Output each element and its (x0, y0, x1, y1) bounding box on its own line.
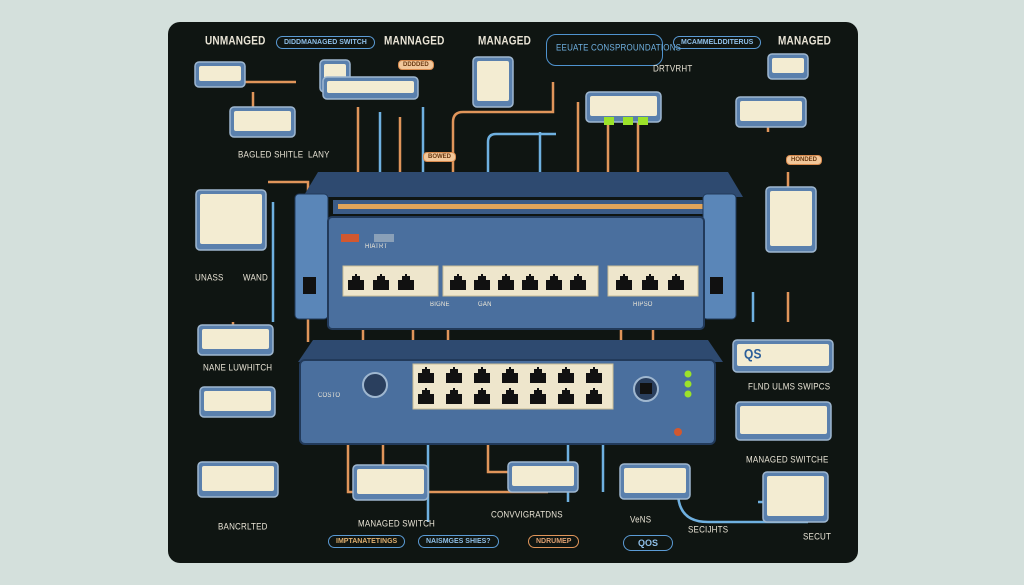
device-screen (357, 469, 424, 494)
device-screen (477, 61, 509, 101)
upper-managed-switch (294, 172, 743, 330)
ethernet-port (668, 274, 684, 290)
device-screen (234, 111, 291, 131)
label-secut: SECUT (803, 531, 832, 542)
network-cable (346, 427, 548, 494)
ethernet-port (502, 388, 518, 404)
ethernet-port (546, 274, 562, 290)
status-led (638, 117, 648, 125)
bottom-badge-qos: QOS (623, 535, 674, 551)
ethernet-port (348, 274, 364, 290)
network-switch-illustration (194, 53, 834, 524)
ethernet-ports (348, 274, 684, 404)
device-screen (767, 476, 824, 516)
label-secihts: SECIJHTS (688, 524, 729, 535)
ethernet-port (446, 388, 462, 404)
device-screen (590, 96, 657, 116)
ethernet-port (558, 388, 574, 404)
ethernet-port (642, 274, 658, 290)
label-unass: UNASS (195, 272, 224, 283)
device-screen (512, 466, 574, 486)
device-screen (737, 344, 829, 366)
device-screen (624, 468, 686, 493)
peripheral-devices (194, 53, 834, 523)
ethernet-port (530, 367, 546, 383)
label-bancrlted: BANCRLTED (218, 521, 268, 532)
bottom-badge-3: NDRUMEP (528, 535, 580, 548)
port-label-3: GAN (478, 301, 492, 309)
tag-small: DDDDED (398, 60, 434, 70)
ethernet-port (474, 388, 490, 404)
diagram-panel: UNMANGED DIDDMANAGED SWITCH MANNAGED MAN… (168, 22, 858, 563)
device-screen (740, 406, 827, 434)
tag-honded: HONDED (786, 155, 823, 165)
ethernet-port (530, 388, 546, 404)
label-drtvrht: DRTVRHT (653, 63, 693, 74)
ethernet-port (570, 274, 586, 290)
port-label-2: BIGNE (430, 301, 450, 309)
label-managed-1: MANAGED (478, 35, 532, 48)
label-managed-switche: MANAGED SWITCHE (746, 454, 829, 465)
qos-screen-text: QS (744, 345, 762, 363)
bottom-badge-2: NAISMGES SHIES? (418, 535, 499, 548)
label-config: EEUATE CONSPROUNDATIONS (556, 42, 682, 53)
device-screen (199, 66, 241, 81)
label-managed-2: MANAGED (778, 35, 832, 48)
ethernet-port (418, 388, 434, 404)
device-screen (202, 466, 274, 491)
device-screen (204, 391, 271, 411)
port-label-1: HIATRT (365, 243, 388, 251)
label-mannaged: MANNAGED (384, 35, 445, 48)
label-unmanaged: UNMANGED (205, 35, 266, 48)
port-label-4: HIPSO (633, 301, 653, 309)
label-wand: WAND (243, 272, 268, 283)
label-vlans: VeNS (630, 514, 652, 525)
ethernet-port (498, 274, 514, 290)
label-managed-switch: MANAGED SWITCH (358, 518, 436, 529)
ethernet-port (373, 274, 389, 290)
tag-bowed: BOWED (423, 152, 456, 162)
ethernet-port (450, 274, 466, 290)
ethernet-port (418, 367, 434, 383)
label-bagled: BAGLED SHITLE (238, 149, 304, 160)
ethernet-port (586, 388, 602, 404)
ethernet-port (474, 367, 490, 383)
device-screen (770, 191, 812, 246)
ethernet-port (502, 367, 518, 383)
device-screen (740, 101, 802, 121)
ethernet-port (522, 274, 538, 290)
ethernet-port (586, 367, 602, 383)
device-screen (202, 329, 269, 349)
network-cable (486, 132, 556, 172)
badge-top-right: MCAMMELDDITERUS (673, 36, 762, 49)
badge-unmanaged-switch: DIDDMANAGED SWITCH (276, 36, 375, 49)
lower-control-label: COSTO (318, 392, 341, 400)
ethernet-port (558, 367, 574, 383)
label-flnd: FLND ULMS SWIPCS (748, 381, 831, 392)
network-cable (451, 82, 555, 172)
status-led (623, 117, 633, 125)
device-screen (327, 81, 414, 93)
label-configurations: CONVVIGRATDNS (491, 509, 563, 520)
device-screen (772, 58, 804, 73)
device-screen (200, 194, 262, 244)
label-nane: NANE LUWHITCH (203, 362, 273, 373)
ethernet-port (446, 367, 462, 383)
ethernet-port (616, 274, 632, 290)
config-box (546, 34, 663, 66)
bottom-badge-1: IMPTANATETINGS (328, 535, 406, 548)
status-led (604, 117, 614, 125)
ethernet-port (474, 274, 490, 290)
label-lany: LANY (308, 149, 330, 160)
ethernet-port (398, 274, 414, 290)
